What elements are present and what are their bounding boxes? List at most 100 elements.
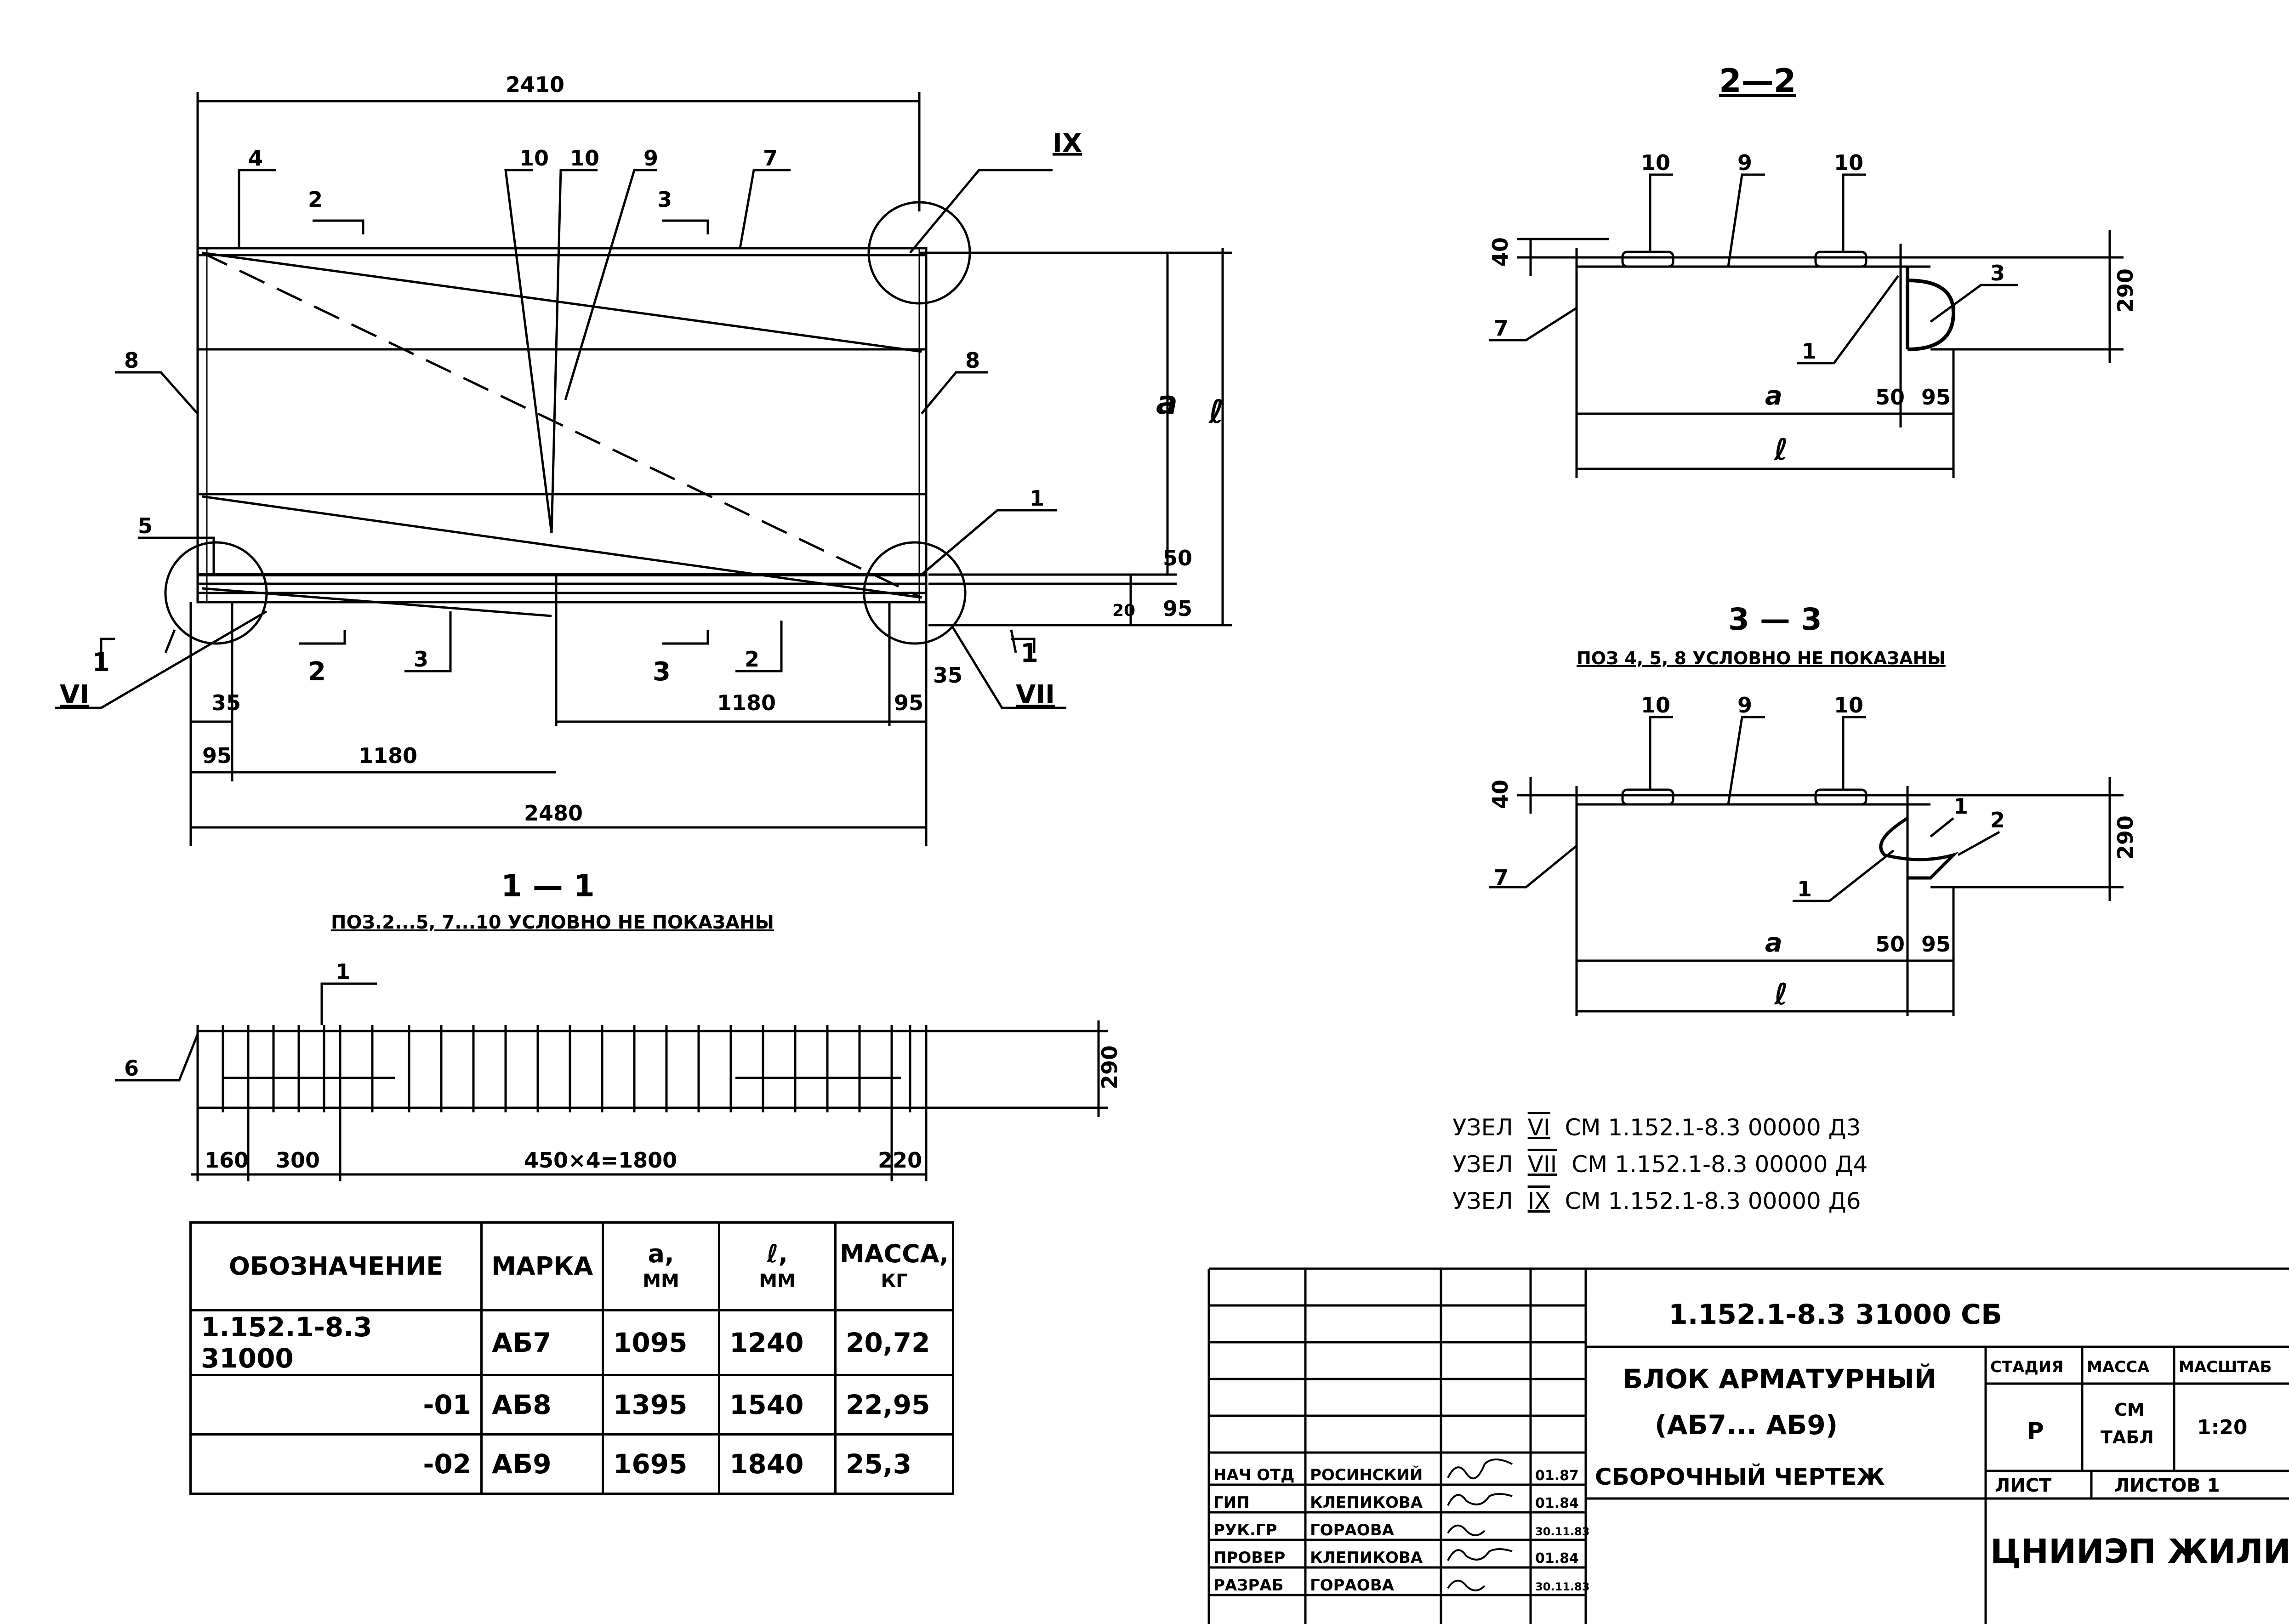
sec2-pos-7: 7	[1494, 316, 1509, 341]
dim-2410: 2410	[506, 72, 564, 97]
sec1-pos-6: 6	[124, 1056, 139, 1081]
spec-table: ОБОЗНАЧЕНИЕ МАРКА a,ММ ℓ,ММ МАССА,КГ 1.1…	[189, 1221, 955, 1495]
spec-header-row: ОБОЗНАЧЕНИЕ МАРКА a,ММ ℓ,ММ МАССА,КГ	[189, 1221, 955, 1311]
header-designation: ОБОЗНАЧЕНИЕ	[189, 1221, 483, 1311]
sec2-pos-9: 9	[1737, 150, 1752, 175]
sec1-dim-220: 220	[878, 1148, 922, 1173]
sec3-dim-l: ℓ	[1774, 978, 1788, 1012]
title-name-line3: СБОРОЧНЫЙ ЧЕРТЕЖ	[1595, 1463, 1885, 1490]
sec1-dim-160: 160	[205, 1148, 249, 1173]
staff-name-1: КЛЕПИКОВА	[1310, 1493, 1423, 1512]
table-row: -02 АБ9 1695 1840 25,3	[189, 1433, 955, 1495]
section-2-2-title: 2—2	[1719, 62, 1796, 100]
dim-20: 20	[1112, 601, 1135, 620]
section-1-1-title: 1 — 1	[501, 868, 595, 904]
dim-2480: 2480	[524, 801, 583, 826]
sec1-dim-1800: 450×4=1800	[524, 1148, 677, 1173]
pos-8-left: 8	[124, 348, 139, 373]
sec3-dim-a: a	[1765, 928, 1782, 958]
pos-2-bottom: 2	[745, 647, 759, 672]
sec2-dim-40: 40	[1488, 237, 1513, 267]
header-l: ℓ,ММ	[718, 1221, 837, 1311]
node-vii-label: VII	[1016, 680, 1055, 710]
mass-value-2: ТАБЛ	[2101, 1427, 2154, 1447]
pos-1: 1	[1030, 486, 1044, 511]
sec2-pos-10b: 10	[1834, 150, 1863, 175]
sec1-pos-1: 1	[336, 959, 350, 984]
cut-1-left: 1	[92, 648, 110, 678]
pos-2-top: 2	[308, 187, 323, 212]
staff-role-0: НАЧ ОТД	[1213, 1466, 1294, 1484]
title-block-grid	[1207, 1267, 2289, 1624]
staff-role-2: РУК.ГР	[1213, 1521, 1277, 1539]
row0-l: 1240	[718, 1309, 837, 1376]
node-ref-vi: УЗЕЛ VI СМ 1.152.1-8.3 00000 Д3	[1452, 1114, 1861, 1141]
section-3-3-note: ПОЗ 4, 5, 8 УСЛОВНО НЕ ПОКАЗАНЫ	[1577, 648, 1946, 668]
dim-35-left: 35	[211, 690, 241, 715]
pos-9: 9	[643, 146, 658, 171]
sec2-pos-10a: 10	[1641, 150, 1670, 175]
row2-mark: АБ9	[480, 1433, 604, 1495]
sec3-pos-1a: 1	[1953, 794, 1968, 819]
staff-role-3: ПРОВЕР	[1213, 1549, 1285, 1567]
sheets-label: ЛИСТОВ 1	[2114, 1475, 2220, 1496]
dim-35-right: 35	[933, 663, 962, 688]
section-2-2-view	[1489, 173, 2124, 478]
pos-3-top: 3	[657, 187, 672, 212]
sec1-dim-300: 300	[276, 1148, 320, 1173]
scale-label: МАСШТАБ	[2179, 1358, 2272, 1376]
dim-1180-left: 1180	[359, 743, 417, 768]
node-vi-circle	[164, 541, 268, 645]
header-mark: МАРКА	[480, 1221, 604, 1311]
row0-a: 1095	[602, 1309, 721, 1376]
sec2-dim-50: 50	[1875, 385, 1905, 410]
title-name-line1: БЛОК АРМАТУРНЫЙ	[1623, 1363, 1936, 1395]
staff-date-1: 01.84	[1535, 1495, 1579, 1511]
table-row: -01 АБ8 1395 1540 22,95	[189, 1374, 955, 1436]
pos-4: 4	[248, 146, 263, 171]
node-vii-circle	[863, 541, 967, 645]
row2-a: 1695	[602, 1433, 721, 1495]
staff-role-1: ГИП	[1213, 1493, 1250, 1512]
section-3-3-title: 3 — 3	[1728, 602, 1822, 637]
row1-mass: 22,95	[834, 1374, 955, 1436]
sec3-pos-10a: 10	[1641, 693, 1670, 718]
staff-date-4: 30.11.83	[1535, 1580, 1589, 1593]
mass-label: МАССА	[2087, 1358, 2150, 1376]
sec3-pos-2: 2	[1990, 808, 2005, 832]
scale-value: 1:20	[2197, 1416, 2247, 1439]
pos-10b: 10	[570, 146, 599, 171]
pos-5: 5	[138, 513, 153, 538]
table-row: 1.152.1-8.3 31000 АБ7 1095 1240 20,72	[189, 1309, 955, 1376]
pos-8-right: 8	[965, 348, 980, 373]
row1-l: 1540	[718, 1374, 837, 1436]
title-code: 1.152.1-8.3 31000 СБ	[1668, 1299, 2002, 1331]
pos-7: 7	[763, 146, 778, 171]
dim-95: 95	[1163, 596, 1192, 621]
dim-95-left: 95	[202, 743, 232, 768]
title-name-line2: (АБ7... АБ9)	[1655, 1409, 1838, 1441]
row1-a: 1395	[602, 1374, 721, 1436]
staff-name-2: ГОРАОВА	[1310, 1521, 1395, 1539]
cut-1-right: 1	[1020, 638, 1038, 668]
dim-95-right: 95	[894, 690, 923, 715]
mass-value-1: СМ	[2114, 1400, 2145, 1420]
sec2-dim-290: 290	[2113, 268, 2138, 313]
row1-designation: -01	[189, 1374, 483, 1436]
dim-l: ℓ	[1208, 393, 1224, 431]
stage-label: СТАДИЯ	[1990, 1358, 2063, 1376]
sec2-pos-1: 1	[1802, 339, 1816, 364]
row0-mass: 20,72	[834, 1309, 955, 1376]
sec3-pos-7: 7	[1494, 865, 1509, 890]
cut-3-bottom: 3	[653, 657, 671, 687]
dim-a: a	[1156, 384, 1178, 422]
org-name: ЦНИИЭП ЖИЛИЩА	[1990, 1532, 2289, 1571]
staff-role-4: РАЗРАБ	[1213, 1576, 1284, 1595]
staff-name-4: ГОРАОВА	[1310, 1576, 1395, 1595]
row0-designation: 1.152.1-8.3 31000	[189, 1309, 483, 1376]
sec3-pos-10b: 10	[1834, 693, 1863, 718]
staff-name-0: РОСИНСКИЙ	[1310, 1465, 1423, 1484]
dim-1180-mid: 1180	[717, 690, 776, 715]
pos-3-bottom: 3	[414, 647, 428, 672]
